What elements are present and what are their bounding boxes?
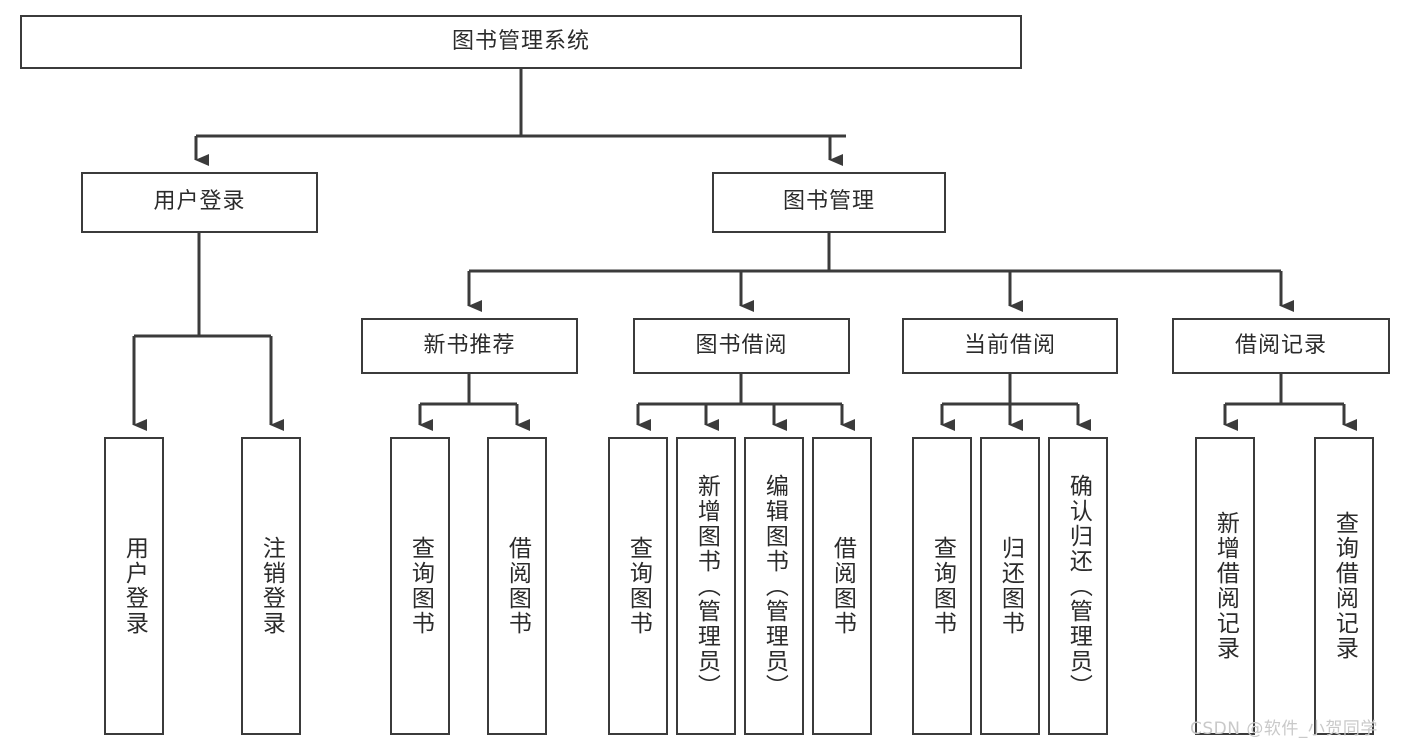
leaf-borrow-book[interactable]: 借阅图书 bbox=[812, 437, 872, 735]
node-book-borrow-label: 图书借阅 bbox=[695, 332, 788, 358]
leaf-query-book-recommend[interactable]: 查询图书 bbox=[390, 437, 450, 735]
leaf-return-book-label: 归还图书 bbox=[997, 536, 1024, 636]
leaf-add-book[interactable]: 新增图书（管理员） bbox=[676, 437, 736, 735]
leaf-edit-book[interactable]: 编辑图书（管理员） bbox=[744, 437, 804, 735]
node-current-borrow[interactable]: 当前借阅 bbox=[902, 318, 1118, 374]
leaf-query-book-borrow[interactable]: 查询图书 bbox=[608, 437, 668, 735]
leaf-borrow-book-label: 借阅图书 bbox=[829, 536, 856, 636]
leaf-logout[interactable]: 注销登录 bbox=[241, 437, 301, 735]
leaf-borrow-book-recommend[interactable]: 借阅图书 bbox=[487, 437, 547, 735]
leaf-user-login[interactable]: 用户登录 bbox=[104, 437, 164, 735]
leaf-add-borrow-record-label: 新增借阅记录 bbox=[1212, 511, 1239, 661]
node-borrow-record[interactable]: 借阅记录 bbox=[1172, 318, 1390, 374]
leaf-query-book-current-label: 查询图书 bbox=[929, 536, 956, 636]
csdn-watermark: CSDN @软件_小贺同学 bbox=[1190, 719, 1378, 739]
node-user-login-label: 用户登录 bbox=[153, 189, 246, 215]
leaf-query-borrow-record[interactable]: 查询借阅记录 bbox=[1314, 437, 1374, 735]
leaf-query-book-borrow-label: 查询图书 bbox=[625, 536, 652, 636]
leaf-query-borrow-record-label: 查询借阅记录 bbox=[1331, 511, 1358, 661]
node-book-borrow[interactable]: 图书借阅 bbox=[633, 318, 850, 374]
leaf-query-book-current[interactable]: 查询图书 bbox=[912, 437, 972, 735]
leaf-user-login-label: 用户登录 bbox=[121, 536, 148, 636]
leaf-query-book-recommend-label: 查询图书 bbox=[407, 536, 434, 636]
node-book-management-label: 图书管理 bbox=[782, 189, 875, 215]
node-book-management[interactable]: 图书管理 bbox=[712, 172, 946, 233]
leaf-confirm-return[interactable]: 确认归还（管理员） bbox=[1048, 437, 1108, 735]
node-new-book-recommend[interactable]: 新书推荐 bbox=[361, 318, 578, 374]
node-root[interactable]: 图书管理系统 bbox=[20, 15, 1022, 69]
leaf-add-book-label: 新增图书（管理员） bbox=[693, 473, 720, 699]
node-borrow-record-label: 借阅记录 bbox=[1234, 332, 1327, 358]
node-new-book-recommend-label: 新书推荐 bbox=[423, 332, 516, 358]
leaf-confirm-return-label: 确认归还（管理员） bbox=[1065, 473, 1092, 699]
node-user-login[interactable]: 用户登录 bbox=[81, 172, 318, 233]
node-current-borrow-label: 当前借阅 bbox=[963, 332, 1056, 358]
leaf-logout-label: 注销登录 bbox=[258, 536, 285, 636]
node-root-label: 图书管理系统 bbox=[451, 28, 590, 54]
leaf-edit-book-label: 编辑图书（管理员） bbox=[761, 473, 788, 699]
leaf-borrow-book-recommend-label: 借阅图书 bbox=[504, 536, 531, 636]
leaf-return-book[interactable]: 归还图书 bbox=[980, 437, 1040, 735]
leaf-add-borrow-record[interactable]: 新增借阅记录 bbox=[1195, 437, 1255, 735]
